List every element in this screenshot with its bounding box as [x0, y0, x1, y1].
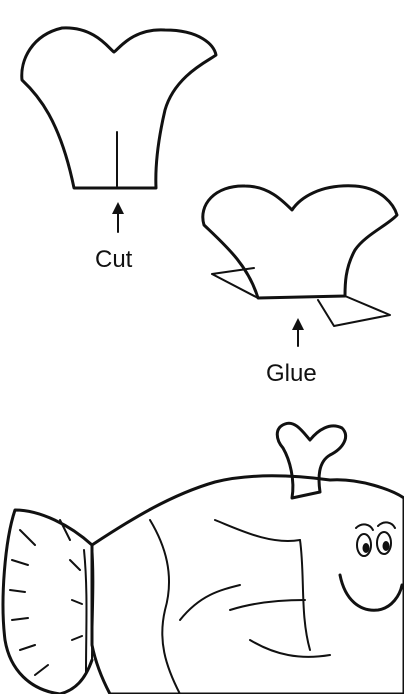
- whale-body: [92, 476, 404, 694]
- glue-tab-right: [318, 296, 390, 326]
- cut-arrow: [112, 202, 124, 232]
- whale-eyes: [356, 522, 395, 556]
- glue-label: Glue: [266, 360, 317, 388]
- tail-folded-piece: [203, 186, 397, 326]
- whale-tail-fin: [277, 423, 345, 498]
- finished-whale: [3, 423, 404, 694]
- cut-label: Cut: [95, 246, 132, 274]
- tail-cutout-piece: [22, 28, 216, 188]
- whale-smile: [340, 575, 402, 610]
- glue-arrow: [292, 318, 304, 346]
